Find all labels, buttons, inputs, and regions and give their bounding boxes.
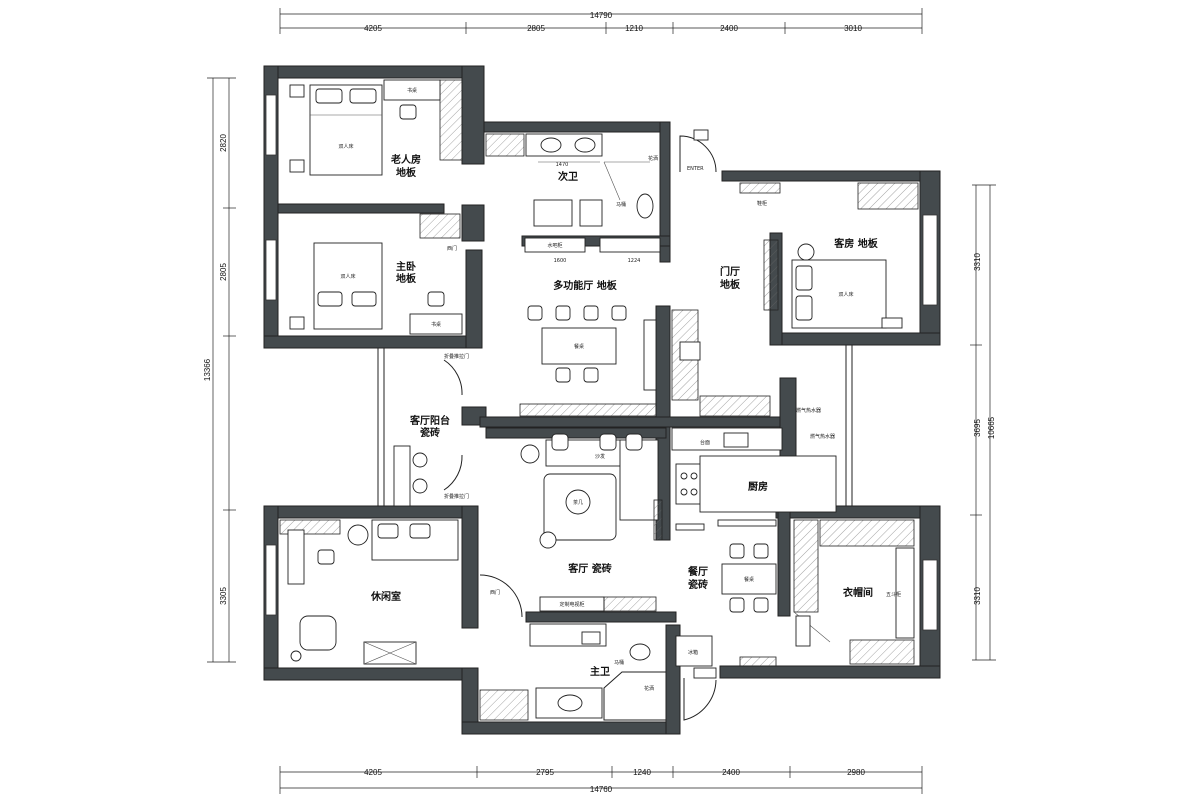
master-bath-fixtures: 西门 花洒 马桶 <box>479 574 667 721</box>
dim-top-seg: 4205 <box>364 24 382 33</box>
bed-label: 双人床 <box>838 291 853 298</box>
coffee-table-label: 茶几 <box>573 499 583 506</box>
dining-set-lower: 餐桌 冰箱 <box>675 543 777 667</box>
dim-left-seg: 3305 <box>219 587 228 605</box>
bath-dim: 1470 <box>556 162 569 168</box>
master-bedroom-furniture: 双人床 书桌 西门 <box>289 213 463 335</box>
closet-label: 五斗柜 <box>886 591 901 598</box>
shoe-cabinet-label: 鞋柜 <box>757 200 767 207</box>
counter-label: 台面 <box>700 439 710 446</box>
dim-right-seg: 3310 <box>973 587 982 605</box>
dim-right-seg: 3310 <box>973 253 982 271</box>
dimension-right: 3310 3695 3310 10665 <box>970 184 996 661</box>
dim-top-seg: 2400 <box>720 24 738 33</box>
dim-top-seg: 2805 <box>527 24 545 33</box>
dim-bottom-total: 14760 <box>590 785 613 794</box>
elder-room-furniture: 双人床 书桌 <box>289 79 463 176</box>
dim-top-total: 14790 <box>590 11 613 20</box>
room-label-dining: 餐厅 <box>687 565 708 578</box>
dim-bottom-seg: 2400 <box>722 768 740 777</box>
bed-label: 双人床 <box>340 273 355 280</box>
room-label-dining-floor: 瓷砖 <box>688 578 708 591</box>
sofa-label: 沙发 <box>595 453 605 460</box>
heater-label: 燃气热水器 <box>810 433 835 440</box>
table-label: 餐桌 <box>744 576 754 583</box>
enter-label: ENTER <box>687 166 704 172</box>
room-label-foyer: 门厅 <box>720 265 740 278</box>
door-label: 西门 <box>447 245 457 252</box>
entry-door: ENTER <box>679 129 717 173</box>
bar-label: 水吧柜 <box>547 242 562 249</box>
room-label-balcony-floor: 瓷砖 <box>420 426 440 439</box>
shower-label: 花洒 <box>648 155 658 162</box>
balcony-furniture: 折叠推拉门 折叠推拉门 <box>393 353 469 507</box>
room-label-master-bath: 主卫 <box>590 665 610 678</box>
dim-bottom-seg: 4205 <box>364 768 382 777</box>
living-room-furniture: 沙发 茶几 <box>520 433 663 549</box>
room-label-kitchen: 厨房 <box>748 480 768 493</box>
service-door <box>683 667 717 721</box>
dim-bottom-seg: 2795 <box>536 768 554 777</box>
cloakroom-furniture: 五斗柜 <box>793 519 915 665</box>
fridge-label: 冰箱 <box>688 649 698 656</box>
room-label-guest: 客房 地板 <box>833 237 878 250</box>
room-label-balcony: 客厅阳台 <box>409 414 450 427</box>
dim-right-seg: 3695 <box>973 419 982 437</box>
room-label-elder: 老人房 <box>390 153 421 166</box>
dimension-left: 13366 2820 2805 3305 <box>203 77 236 663</box>
room-label-master: 主卧 <box>396 260 416 273</box>
bath-dim: 1224 <box>628 258 641 264</box>
shower-label: 花洒 <box>644 685 654 692</box>
dim-bottom-seg: 2980 <box>847 768 865 777</box>
toilet-label: 马桶 <box>616 201 626 208</box>
room-label-second-bath: 次卫 <box>558 170 578 183</box>
desk-label: 书桌 <box>407 87 417 94</box>
second-bath-fixtures: 1470 花洒 马桶 水吧柜 1600 1224 <box>485 133 661 264</box>
dimension-top: 14790 4205 2805 1210 2400 3010 <box>279 8 923 34</box>
dim-top-seg: 3010 <box>844 24 862 33</box>
sliding-label: 折叠推拉门 <box>444 353 469 360</box>
tv-cabinet-label: 定制电视柜 <box>559 601 584 608</box>
room-label-master-floor: 地板 <box>396 272 417 285</box>
dim-left-seg: 2820 <box>219 134 228 152</box>
balcony-glazing <box>377 345 853 506</box>
walls <box>263 65 941 735</box>
tv-cabinet: 定制电视柜 <box>539 596 657 612</box>
foyer-cabinets: 鞋柜 <box>519 182 781 417</box>
dimension-bottom: 4205 2795 1240 2400 2980 14760 <box>279 766 923 794</box>
dining-set-upper: 餐桌 <box>527 305 657 391</box>
toilet-label: 马桶 <box>614 659 624 666</box>
heater-label: 燃气热水器 <box>796 407 821 414</box>
lounge-furniture <box>279 519 459 665</box>
door-label: 西门 <box>490 589 500 596</box>
dim-left-seg: 2805 <box>219 263 228 281</box>
room-label-cloakroom: 衣帽间 <box>843 586 873 599</box>
dim-right-total: 10665 <box>987 416 996 439</box>
bath-dim: 1600 <box>554 258 567 264</box>
room-label-lounge: 休闲室 <box>370 590 401 603</box>
guest-room-furniture: 双人床 <box>763 182 919 329</box>
table-label: 餐桌 <box>574 343 584 350</box>
room-label-living: 客厅 瓷砖 <box>567 562 611 575</box>
kitchen-fixtures: 台面 燃气热水器 燃气热水器 <box>671 407 837 531</box>
dim-left-total: 13366 <box>203 358 212 381</box>
room-label-foyer-floor: 地板 <box>720 278 741 291</box>
dim-top-seg: 1210 <box>625 24 643 33</box>
bed-label: 双人床 <box>338 143 353 150</box>
sliding-label: 折叠推拉门 <box>444 493 469 500</box>
desk-label: 书桌 <box>431 321 441 328</box>
room-label-multi-hall: 多功能厅 地板 <box>553 279 617 292</box>
dim-bottom-seg: 1240 <box>633 768 651 777</box>
room-label-elder-floor: 地板 <box>396 166 417 179</box>
